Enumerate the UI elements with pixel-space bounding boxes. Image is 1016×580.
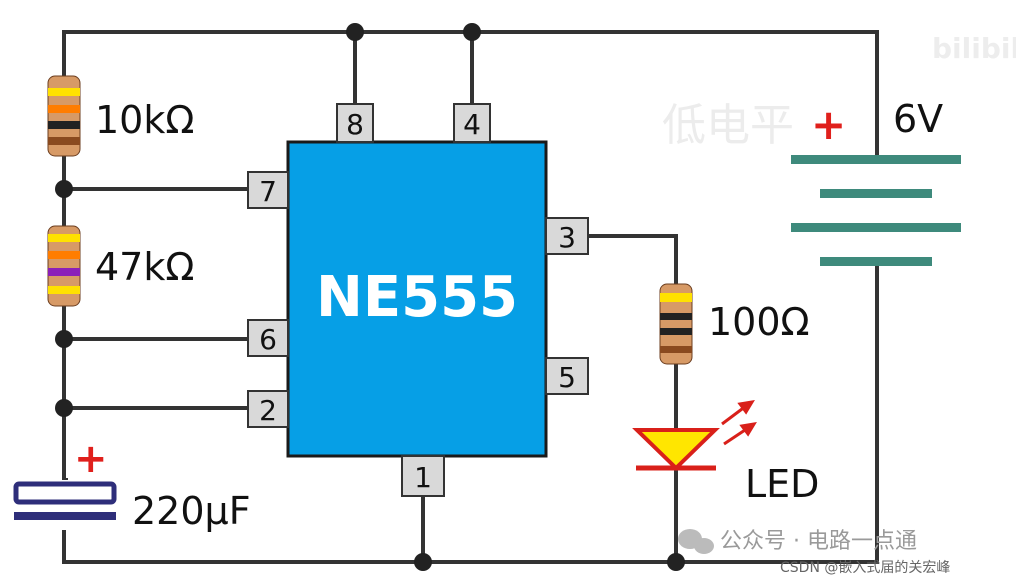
led xyxy=(632,428,720,471)
pin-3-label: 3 xyxy=(558,221,576,254)
channel-watermark: 公众号 · 电路一点通 xyxy=(720,529,917,554)
resistor-10k xyxy=(47,75,81,157)
battery-6v-label: 6V xyxy=(893,97,943,141)
capacitor-plus-sign: + xyxy=(74,436,108,482)
pin-3: 3 xyxy=(545,217,589,255)
pin-1-label: 1 xyxy=(414,461,432,494)
pin-1: 1 xyxy=(401,455,445,497)
junction-dot xyxy=(55,180,73,198)
resistor-100 xyxy=(659,283,693,365)
resistor-10k-label: 10kΩ xyxy=(95,98,194,142)
junction-dot xyxy=(463,23,481,41)
csdn-watermark: CSDN @嵌入式届的关宏峰 xyxy=(780,560,950,576)
junction-dot xyxy=(667,553,685,571)
pin-5: 5 xyxy=(545,357,589,395)
battery-6v xyxy=(791,155,961,266)
watermark-overlay-text: 低电平 xyxy=(662,100,794,151)
ne555-chip-label: NE555 xyxy=(316,265,518,330)
wechat-icon xyxy=(678,529,714,554)
pin-8-label: 8 xyxy=(346,108,364,141)
pin-2-label: 2 xyxy=(259,394,277,427)
resistor-47k xyxy=(47,225,81,307)
pin-7-label: 7 xyxy=(259,175,277,208)
pin-4-label: 4 xyxy=(463,108,481,141)
junction-dot xyxy=(414,553,432,571)
led-label: LED xyxy=(745,462,819,506)
junction-dots xyxy=(55,23,685,571)
pin-8: 8 xyxy=(336,103,374,143)
capacitor-220uf-label: 220μF xyxy=(132,489,251,533)
battery-plus-sign: + xyxy=(811,100,846,149)
junction-dot xyxy=(55,399,73,417)
junction-dot xyxy=(55,330,73,348)
pin-4: 4 xyxy=(453,103,491,143)
pin-7: 7 xyxy=(247,171,289,209)
led-light-rays-icon xyxy=(721,399,757,446)
pin-6: 6 xyxy=(247,319,289,357)
capacitor-220uf xyxy=(13,478,117,520)
resistor-100-label: 100Ω xyxy=(708,300,810,344)
junction-dot xyxy=(346,23,364,41)
pin-2: 2 xyxy=(247,390,289,428)
bilibili-logo: bilibili xyxy=(932,32,1016,65)
pin-5-label: 5 xyxy=(558,361,576,394)
pin-6-label: 6 xyxy=(259,323,277,356)
resistor-47k-label: 47kΩ xyxy=(95,245,194,289)
ne555-chip xyxy=(286,140,548,458)
